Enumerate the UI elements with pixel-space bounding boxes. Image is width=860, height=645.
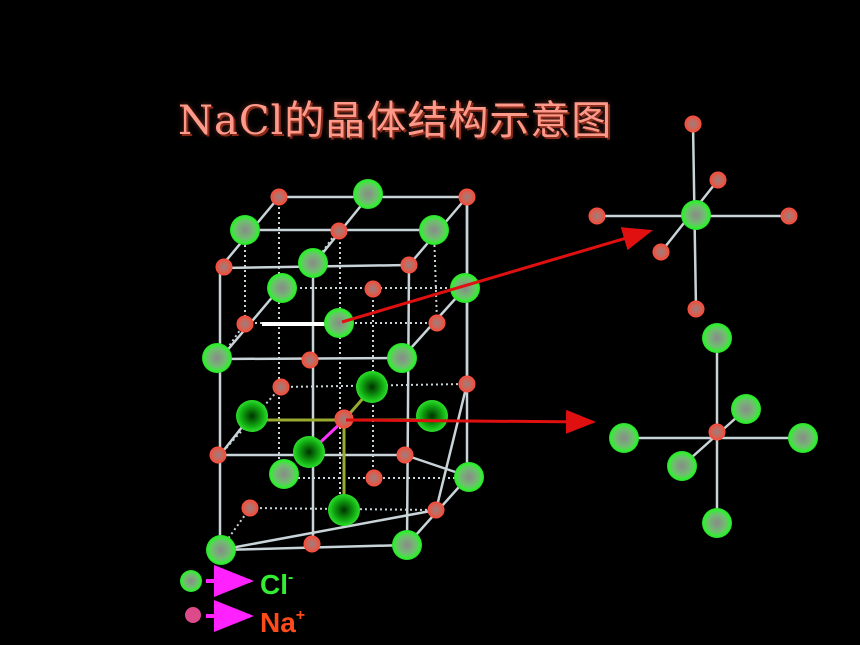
svg-text:Cl-: Cl-: [260, 569, 293, 600]
chloride-ion-icon: [702, 508, 732, 538]
chloride-ion-icon: [416, 400, 448, 432]
chloride-ion-icon: [702, 323, 732, 353]
legend: Cl- Na+: [180, 565, 305, 638]
red-arrows: [341, 227, 653, 434]
chloride-ion-icon: [202, 343, 232, 373]
sodium-ion-icon: [303, 535, 321, 553]
sodium-ion-icon: [301, 351, 319, 369]
cl-coordination-octahedron: [588, 115, 798, 318]
chloride-ion-icon: [667, 451, 697, 481]
chloride-ion-icon: [324, 308, 354, 338]
legend-na-label: Na: [260, 607, 296, 638]
legend-cl-charge: -: [288, 569, 293, 586]
sodium-ion-icon: [428, 314, 446, 332]
chloride-ion-icon: [419, 215, 449, 245]
chloride-ion-icon: [731, 394, 761, 424]
sodium-ion-icon: [236, 315, 254, 333]
chloride-ions: [202, 179, 484, 565]
svg-text:Na+: Na+: [260, 607, 305, 638]
na-coordination-octahedron: [609, 323, 818, 538]
chloride-ion-icon: [206, 535, 236, 565]
sodium-ion-icon: [185, 607, 201, 623]
sodium-ion-icon: [400, 256, 418, 274]
red-arrow-icon: [341, 227, 653, 324]
chloride-ion-icon: [180, 570, 202, 592]
sodium-ion-icon: [684, 115, 702, 133]
chloride-ion-icon: [269, 459, 299, 489]
chloride-ion-icon: [681, 200, 711, 230]
sodium-ion-icon: [215, 258, 233, 276]
sodium-ion-icon: [241, 499, 259, 517]
sodium-ion-icon: [270, 188, 288, 206]
sodium-ion-icon: [427, 501, 445, 519]
chloride-ion-icon: [230, 215, 260, 245]
chloride-ion-icon: [356, 371, 388, 403]
red-arrow-icon: [345, 409, 596, 434]
sodium-ion-icon: [708, 423, 726, 441]
sodium-ion-icon: [365, 469, 383, 487]
chloride-ion-icon: [450, 273, 480, 303]
chloride-ion-icon: [387, 343, 417, 373]
legend-na-charge: +: [296, 607, 305, 624]
sodium-ion-icon: [687, 300, 705, 318]
legend-cl-label: Cl: [260, 569, 288, 600]
chloride-ion-icon: [392, 530, 422, 560]
chloride-ion-icon: [328, 494, 360, 526]
sodium-ion-icon: [458, 375, 476, 393]
sodium-ion-icon: [396, 446, 414, 464]
sodium-ion-icon: [272, 378, 290, 396]
sodium-ion-icon: [588, 207, 606, 225]
chloride-ion-icon: [293, 436, 325, 468]
sodium-ion-icon: [209, 446, 227, 464]
legend-cl: Cl-: [180, 565, 293, 600]
sodium-ion-icon: [709, 171, 727, 189]
chloride-ion-icon: [609, 423, 639, 453]
chloride-ions-highlighted: [236, 371, 448, 526]
chloride-ion-icon: [454, 462, 484, 492]
diagram-title: NaCl的晶体结构示意图: [178, 98, 613, 144]
legend-na: Na+: [185, 600, 305, 638]
sodium-ion-icon: [780, 207, 798, 225]
chloride-ion-icon: [298, 248, 328, 278]
chloride-ion-icon: [353, 179, 383, 209]
sodium-ion-icon: [458, 188, 476, 206]
sodium-ion-icon: [652, 243, 670, 261]
chloride-ion-icon: [267, 273, 297, 303]
sodium-ion-icon: [364, 280, 382, 298]
sodium-ions: [209, 188, 476, 553]
chloride-ion-icon: [236, 400, 268, 432]
chloride-ion-icon: [788, 423, 818, 453]
sodium-ion-icon: [330, 222, 348, 240]
